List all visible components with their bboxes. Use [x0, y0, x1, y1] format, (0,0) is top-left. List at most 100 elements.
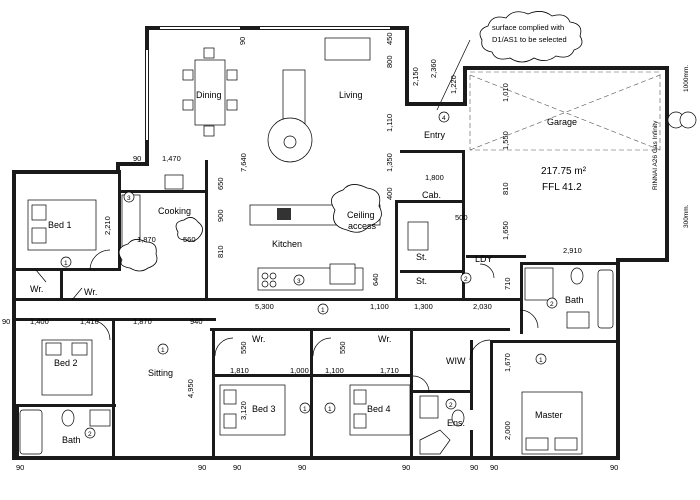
svg-text:5,300: 5,300	[255, 302, 274, 311]
svg-text:1: 1	[303, 406, 307, 413]
svg-text:1,010: 1,010	[501, 83, 510, 102]
room-living: Living	[339, 90, 363, 100]
oven-icon	[164, 174, 184, 190]
window	[160, 27, 240, 29]
laundry-tub-icon	[407, 221, 429, 251]
side-note-1: 1000mm.	[683, 65, 690, 92]
room-ceiling-access-1: Ceiling	[347, 210, 375, 220]
svg-text:550: 550	[239, 341, 248, 354]
note-line-1: surface complied with	[492, 23, 564, 32]
ffl-text: FFL 41.2	[542, 182, 582, 193]
room-ceiling-access-2: access	[348, 221, 377, 231]
svg-text:650: 650	[216, 177, 225, 190]
room-wardrobe-4: Wr.	[378, 334, 391, 344]
svg-text:2,210: 2,210	[103, 216, 112, 235]
svg-text:7,640: 7,640	[239, 153, 248, 172]
sofa-icon	[324, 37, 371, 61]
svg-text:90: 90	[402, 463, 410, 472]
note-line-2: D1/AS1 to be selected	[492, 35, 567, 44]
marker-1-circle	[283, 135, 297, 149]
svg-text:1: 1	[64, 260, 68, 267]
svg-text:810: 810	[216, 245, 225, 258]
ceiling-access-cloud	[331, 184, 382, 233]
svg-text:560: 560	[183, 235, 196, 244]
door-swings	[35, 249, 539, 393]
svg-text:1,670: 1,670	[503, 353, 512, 372]
svg-text:1: 1	[161, 347, 165, 354]
svg-text:2,150: 2,150	[411, 67, 420, 86]
cooktop-icon	[261, 272, 277, 288]
svg-text:940: 940	[190, 317, 203, 326]
svg-text:2,030: 2,030	[473, 302, 492, 311]
bathtub-icon	[19, 409, 43, 455]
room-kitchen: Kitchen	[272, 239, 302, 249]
room-storage-1: St.	[416, 252, 427, 262]
room-bed-3: Bed 3	[252, 404, 276, 414]
window	[146, 50, 148, 140]
toilet-icon	[451, 409, 465, 427]
svg-text:2,910: 2,910	[563, 246, 582, 255]
svg-text:900: 900	[216, 209, 225, 222]
svg-text:90: 90	[490, 463, 498, 472]
basin-icon	[89, 409, 111, 427]
svg-text:4: 4	[442, 115, 446, 122]
area-text: 217.75 m²	[541, 166, 587, 177]
svg-text:90: 90	[198, 463, 206, 472]
room-ensuite: Ens.	[447, 418, 465, 428]
bathtub-icon	[597, 269, 614, 329]
svg-text:1,410: 1,410	[80, 317, 99, 326]
window	[260, 27, 390, 29]
svg-text:2: 2	[464, 276, 468, 283]
svg-text:1,800: 1,800	[425, 173, 444, 182]
svg-text:400: 400	[385, 187, 394, 200]
svg-text:2,360: 2,360	[429, 59, 438, 78]
room-bath-right: Bath	[565, 295, 584, 305]
room-bed-1: Bed 1	[48, 220, 72, 230]
svg-text:1,350: 1,350	[385, 153, 394, 172]
basin-icon	[419, 395, 439, 419]
room-cooking: Cooking	[158, 206, 191, 216]
bed-1-icon	[27, 199, 97, 251]
svg-text:1: 1	[328, 406, 332, 413]
svg-text:90: 90	[470, 463, 478, 472]
room-garage: Garage	[547, 117, 577, 127]
svg-text:640: 640	[371, 273, 380, 286]
room-bed-2: Bed 2	[54, 358, 78, 368]
svg-text:1,100: 1,100	[325, 366, 344, 375]
svg-text:3,120: 3,120	[239, 401, 248, 420]
room-wardrobe-2: Wr.	[84, 287, 97, 297]
shower-icon	[419, 429, 451, 455]
svg-text:1,650: 1,650	[501, 221, 510, 240]
room-master: Master	[535, 410, 563, 420]
svg-text:90: 90	[2, 317, 10, 326]
room-laundry: LDY	[475, 254, 493, 264]
svg-text:2,000: 2,000	[503, 421, 512, 440]
svg-text:2: 2	[550, 301, 554, 308]
rinnai-note: RINNAI A26 Gas Infinity	[652, 120, 659, 190]
cooking-cloud	[175, 217, 203, 242]
master-bed-icon	[521, 391, 583, 455]
side-note-2: 300mm.	[683, 204, 690, 228]
room-entry: Entry	[424, 130, 446, 140]
room-wardrobe-3: Wr.	[252, 334, 265, 344]
markers: 1 1 1 1 1 1 2 2 2 2 3 3 4	[60, 111, 558, 439]
svg-text:1,300: 1,300	[414, 302, 433, 311]
svg-text:450: 450	[385, 32, 394, 45]
svg-text:90: 90	[133, 154, 141, 163]
svg-text:2: 2	[449, 402, 453, 409]
svg-text:1,100: 1,100	[370, 302, 389, 311]
sofa-icon	[282, 69, 306, 126]
svg-text:4,950: 4,950	[186, 379, 195, 398]
fridge-icon	[329, 263, 356, 285]
cooking-cloud	[118, 239, 158, 272]
room-dining: Dining	[196, 90, 222, 100]
garage-door-line	[469, 74, 661, 151]
bed-3-icon	[219, 384, 286, 436]
bed-4-icon	[349, 384, 411, 436]
room-walk-in-wardrobe: WIW	[446, 356, 466, 366]
toilet-icon	[570, 267, 584, 285]
svg-text:1: 1	[539, 357, 543, 364]
room-cabinet: Cab.	[422, 190, 441, 200]
